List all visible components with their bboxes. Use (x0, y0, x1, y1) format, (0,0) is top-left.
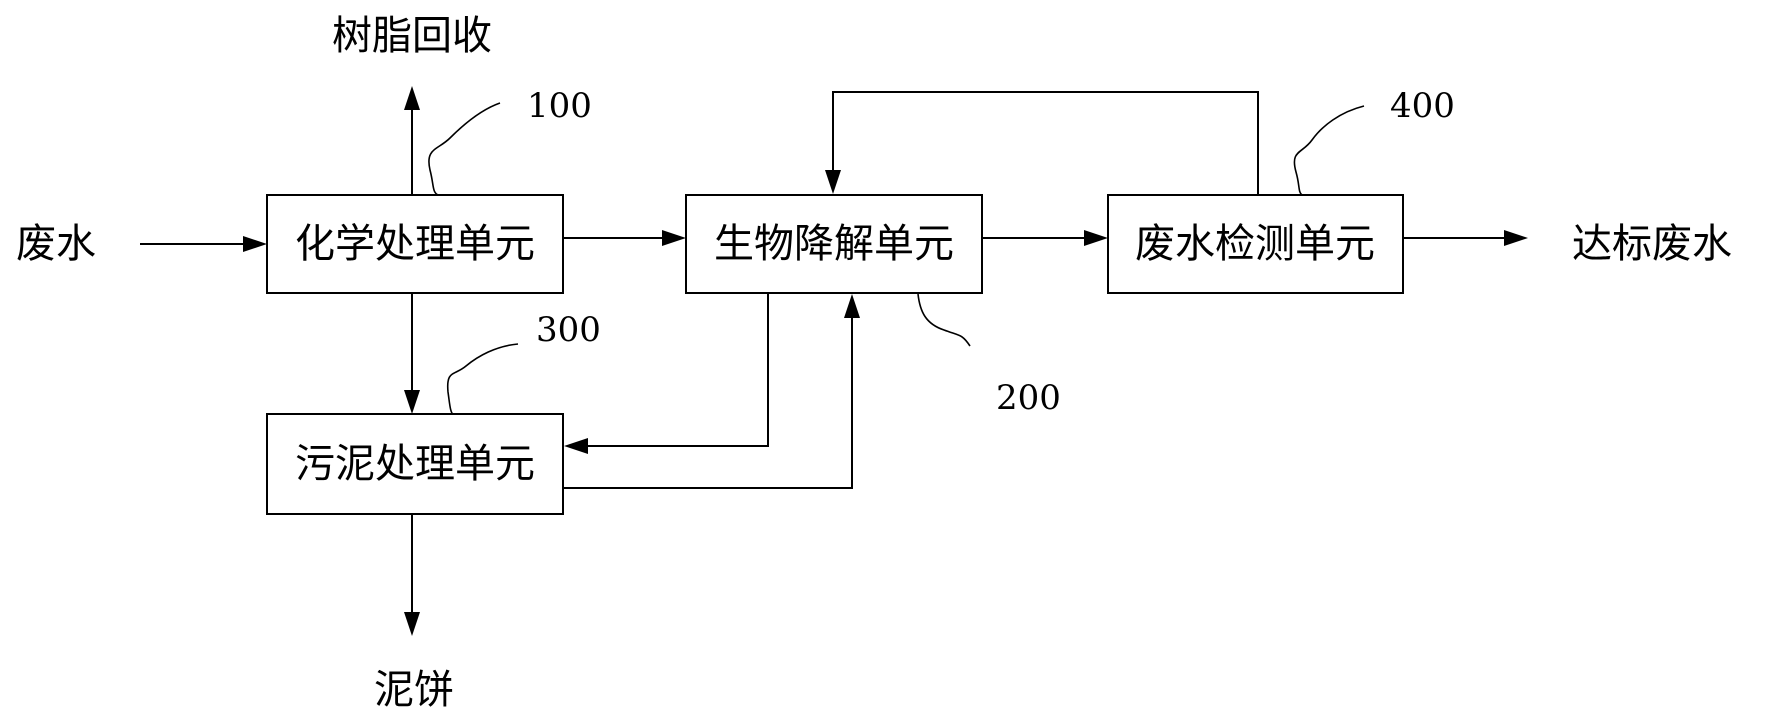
feedback-arrowhead (825, 170, 841, 194)
ref-number-200: 200 (996, 378, 1061, 418)
ref-leader-400 (1293, 105, 1365, 196)
chem-to-bio-arrowhead (662, 230, 686, 246)
chem-to-sludge-arrowhead (404, 390, 420, 414)
biological-unit-label: 生物降解单元 (714, 221, 954, 267)
bio-to-sludge-line (584, 293, 769, 447)
ref-leader-200 (917, 293, 971, 347)
resin-arrowhead (404, 86, 420, 110)
sludge-cake-label: 泥饼 (374, 667, 454, 713)
sludge-treatment-unit: 污泥处理单元 (266, 413, 564, 515)
ref-number-400: 400 (1390, 86, 1455, 126)
sludge-to-bio-line (563, 316, 853, 489)
inlet-arrowhead (243, 236, 267, 252)
ref-number-100: 100 (527, 86, 592, 126)
cake-arrowhead (404, 612, 420, 636)
bio-to-sludge-arrowhead (564, 438, 588, 454)
sludge-unit-label: 污泥处理单元 (295, 441, 535, 487)
chemical-unit-label: 化学处理单元 (295, 221, 535, 267)
sludge-to-bio-arrowhead (844, 294, 860, 318)
chemical-treatment-unit: 化学处理单元 (266, 194, 564, 294)
ref-leader-100 (428, 102, 501, 196)
biological-degradation-unit: 生物降解单元 (685, 194, 983, 294)
feedback-line (832, 91, 1259, 195)
ref-number-300: 300 (536, 310, 601, 350)
bio-to-detect-arrowhead (1084, 230, 1108, 246)
wastewater-in-label: 废水 (16, 221, 96, 267)
wastewater-detection-unit: 废水检测单元 (1107, 194, 1404, 294)
detection-unit-label: 废水检测单元 (1135, 221, 1375, 267)
compliant-wastewater-label: 达标废水 (1572, 221, 1732, 267)
outlet-arrowhead (1504, 230, 1528, 246)
ref-leader-300 (446, 343, 519, 417)
resin-recovery-label: 树脂回收 (332, 13, 492, 59)
